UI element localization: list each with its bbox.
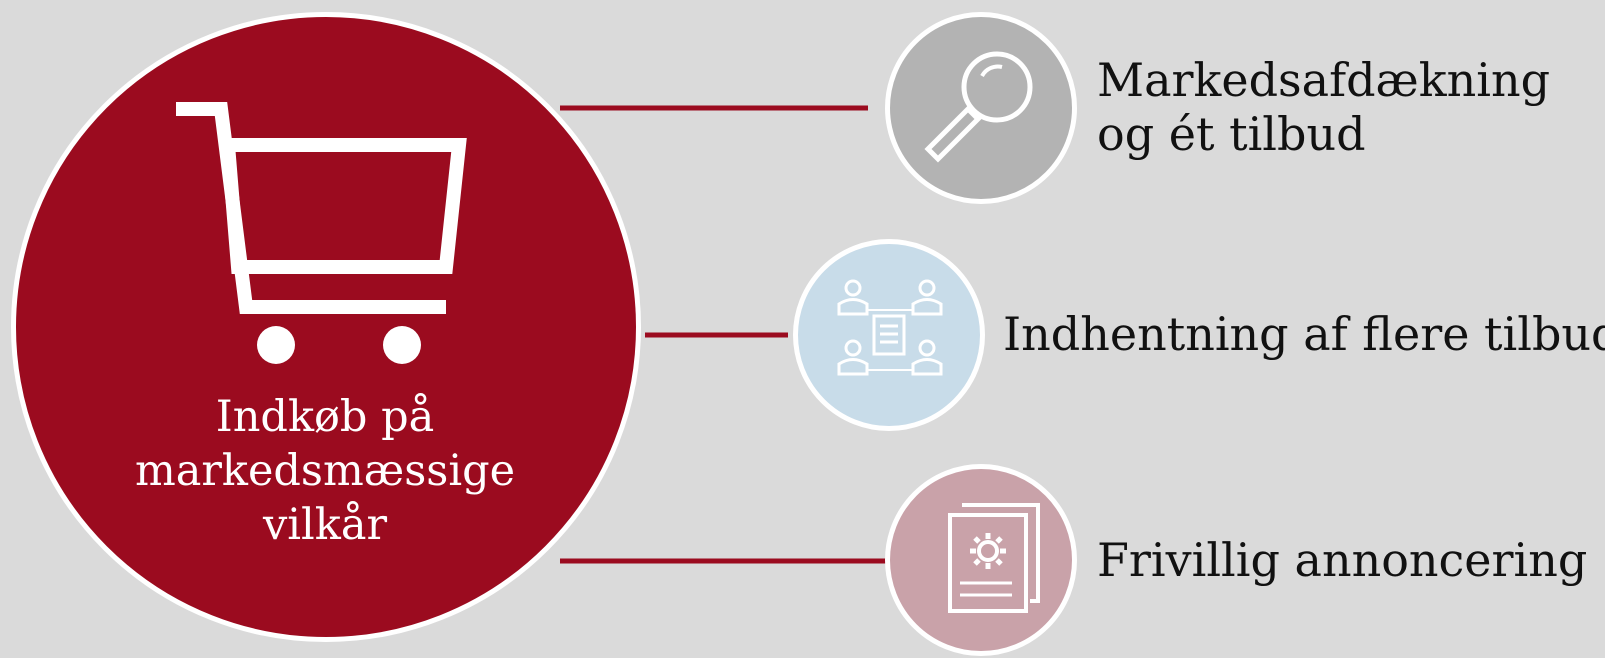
- center-label-line-3: vilkår: [262, 500, 388, 550]
- node-label-voluntary-announcement: Frivillig annoncering: [1097, 533, 1587, 587]
- node-voluntary-announcement: [885, 464, 1077, 656]
- node-label-multiple-offers-line-1: Indhentning af flere tilbud: [1003, 307, 1605, 361]
- node-label-market-survey-line-1: Markedsafdækning: [1097, 53, 1551, 107]
- people-document-network-icon: [837, 279, 943, 376]
- center-label: Indkøb på markedsmæssige vilkår: [60, 390, 590, 552]
- documents-gear-icon: [948, 503, 1040, 613]
- center-label-line-1: Indkøb på: [215, 392, 435, 442]
- node-label-market-survey-line-2: og ét tilbud: [1097, 107, 1366, 161]
- shopping-cart-icon: [176, 102, 467, 364]
- node-market-survey: [885, 12, 1077, 204]
- node-label-voluntary-announcement-line-1: Frivillig annoncering: [1097, 533, 1588, 587]
- node-multiple-offers: [793, 239, 985, 431]
- center-circle: [11, 12, 641, 642]
- magnifying-glass-icon: [924, 51, 1033, 163]
- node-label-multiple-offers: Indhentning af flere tilbud: [1003, 307, 1605, 361]
- center-label-line-2: markedsmæssige: [134, 446, 516, 496]
- node-label-market-survey: Markedsafdækning og ét tilbud: [1097, 53, 1550, 161]
